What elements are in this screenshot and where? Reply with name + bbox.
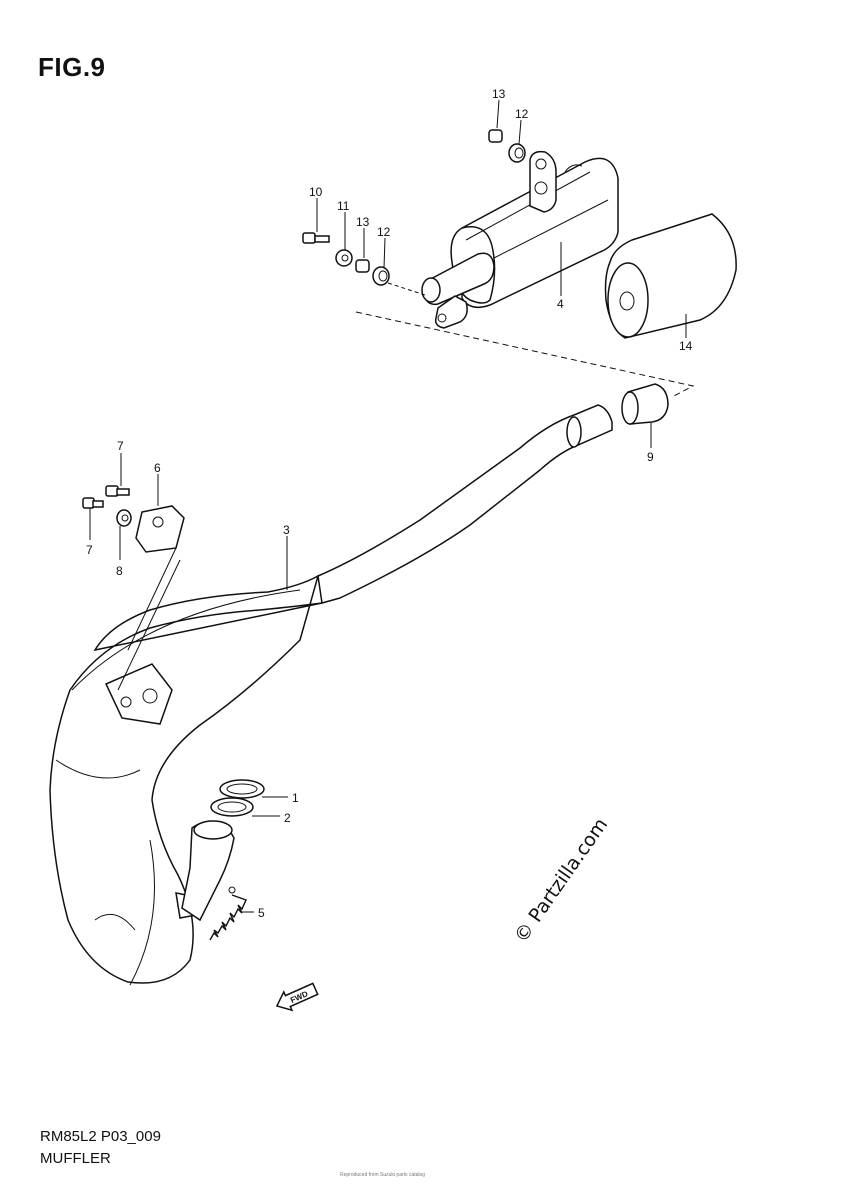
callout-13-left: 13	[356, 215, 370, 229]
gasket-2[interactable]	[210, 797, 254, 817]
forward-direction-arrow: FWD	[275, 982, 319, 1012]
callout-7-lower: 7	[86, 543, 93, 557]
end-cap-9[interactable]	[621, 383, 669, 425]
callout-5: 5	[258, 906, 265, 920]
callout-2: 2	[284, 811, 291, 825]
callout-14: 14	[679, 339, 693, 353]
partzilla-watermark: © Partzilla.com	[510, 814, 612, 947]
callout-12-left: 12	[377, 225, 391, 239]
fine-print: Reproduced from Suzuki parts catalog	[340, 1172, 426, 1178]
figure-name: MUFFLER	[40, 1150, 111, 1167]
figure-title: FIG.9	[38, 52, 106, 82]
bushing-13-left[interactable]	[355, 259, 370, 273]
washer-11[interactable]	[335, 249, 353, 267]
bushing-13-top[interactable]	[488, 129, 503, 143]
callout-8: 8	[116, 564, 123, 578]
callout-9: 9	[647, 450, 654, 464]
callout-7-upper: 7	[117, 439, 124, 453]
callout-13-top: 13	[492, 87, 506, 101]
callout-6: 6	[154, 461, 161, 475]
silencer-packing[interactable]	[604, 213, 737, 339]
muffler-body[interactable]	[421, 150, 619, 329]
callout-4: 4	[557, 297, 564, 311]
catalog-code: RM85L2 P03_009	[40, 1128, 161, 1145]
bolt-7-lower[interactable]	[82, 497, 104, 509]
washer-8[interactable]	[116, 509, 132, 527]
grommet-12-left[interactable]	[372, 266, 390, 286]
exhaust-pipe[interactable]	[49, 404, 613, 986]
holder-6[interactable]	[135, 505, 185, 553]
callout-11: 11	[337, 199, 350, 213]
gasket-1[interactable]	[219, 779, 265, 799]
leader-lines	[89, 99, 687, 913]
spring-5[interactable]	[209, 886, 247, 941]
grommet-12-top[interactable]	[508, 143, 526, 163]
callout-12-top: 12	[515, 107, 529, 121]
callout-10: 10	[309, 185, 323, 199]
bolt-7-upper[interactable]	[105, 485, 130, 497]
callout-3: 3	[283, 523, 290, 537]
callout-1: 1	[292, 791, 299, 805]
bolt-10[interactable]	[302, 232, 330, 244]
